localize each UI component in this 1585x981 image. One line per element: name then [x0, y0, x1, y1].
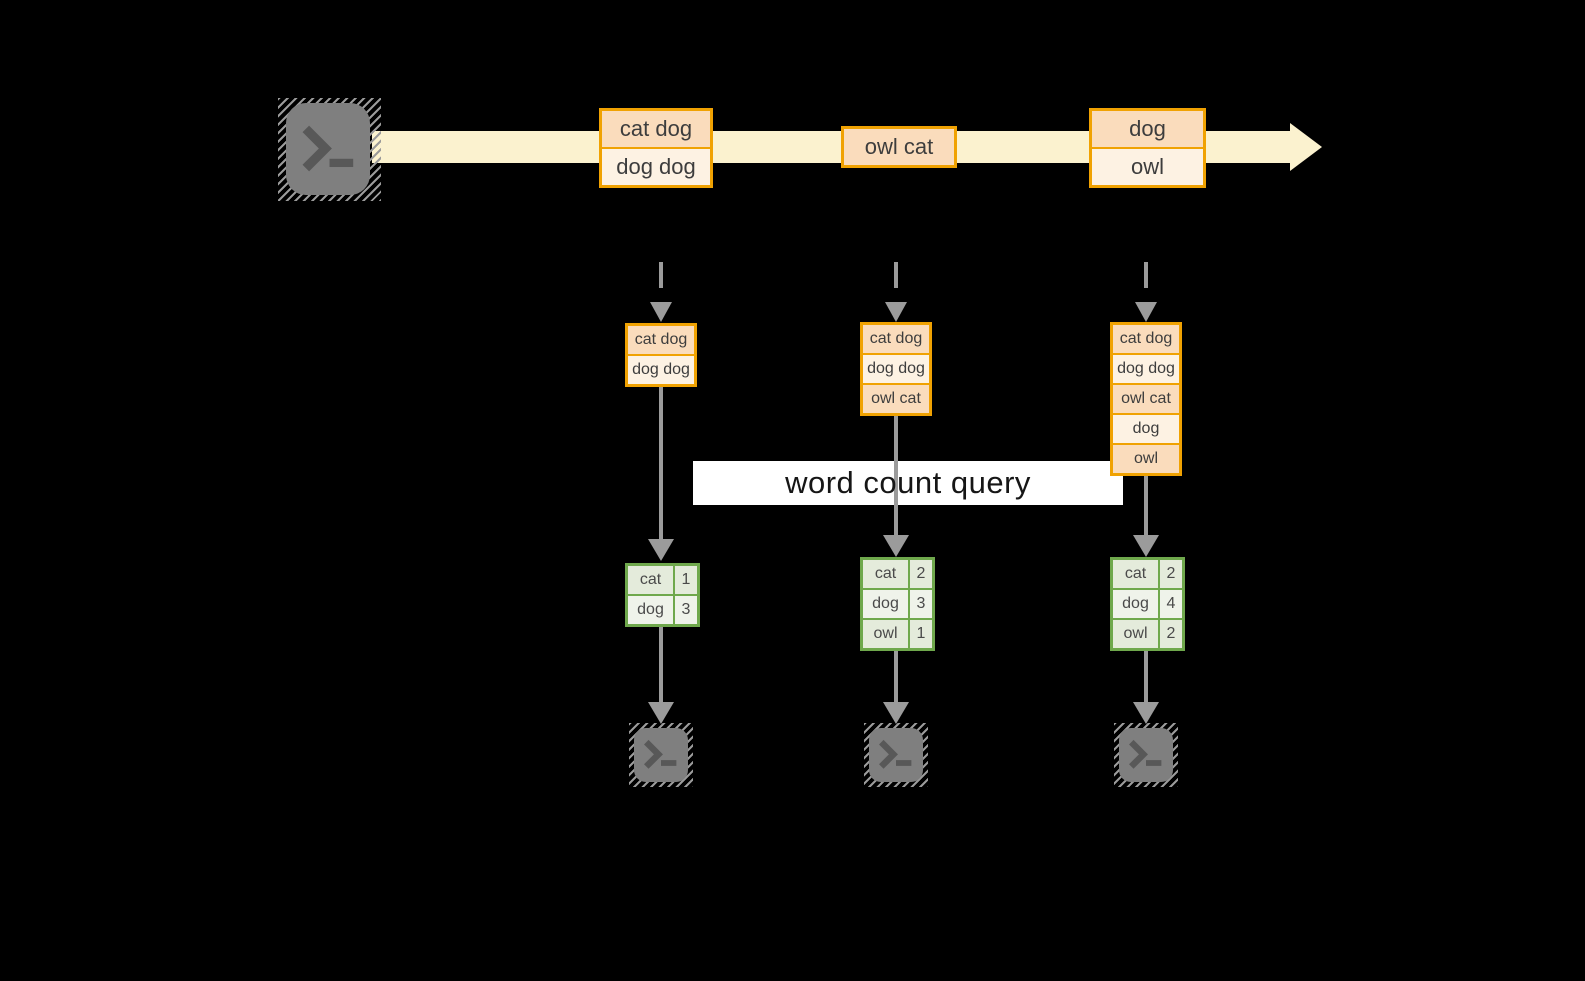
arrow-down-icon	[1133, 651, 1159, 724]
stream-record: owl cat	[844, 129, 954, 165]
state-record: dog dog	[1113, 353, 1179, 383]
count-word-cell: dog	[628, 596, 673, 624]
count-word-cell: owl	[863, 620, 908, 648]
terminal-producer	[278, 98, 381, 201]
count-value-cell: 4	[1160, 590, 1182, 618]
state-record: dog dog	[863, 353, 929, 383]
dashed-arrow-down-icon	[885, 262, 907, 322]
terminal-consumer	[1114, 723, 1178, 787]
state-record: owl cat	[863, 383, 929, 413]
arrow-down-icon	[883, 416, 909, 557]
dashed-arrow-down-icon	[1135, 262, 1157, 322]
state-record: owl	[1113, 443, 1179, 473]
count-value-cell: 2	[1160, 620, 1182, 648]
count-word-cell: owl	[1113, 620, 1158, 648]
terminal-prompt-icon	[644, 739, 677, 769]
count-value-cell: 2	[910, 560, 932, 588]
stream-event-box: owl cat	[841, 126, 957, 168]
state-record: owl cat	[1113, 383, 1179, 413]
count-word-cell: dog	[863, 590, 908, 618]
arrow-down-icon	[648, 387, 674, 561]
stream-record: owl	[1092, 147, 1203, 185]
stream-record: dog dog	[602, 147, 710, 185]
count-value-cell: 1	[910, 620, 932, 648]
state-record: dog	[1113, 413, 1179, 443]
terminal-consumer	[629, 723, 693, 787]
state-record: cat dog	[863, 325, 929, 353]
arrow-down-icon	[883, 651, 909, 724]
count-word-cell: dog	[1113, 590, 1158, 618]
state-record: cat dog	[1113, 325, 1179, 353]
arrow-down-icon	[648, 627, 674, 724]
terminal-consumer	[864, 723, 928, 787]
count-value-cell: 3	[910, 590, 932, 618]
count-word-cell: cat	[863, 560, 908, 588]
terminal-prompt-icon	[302, 125, 354, 172]
query-label: word count query	[785, 465, 1031, 500]
state-record: dog dog	[628, 354, 694, 384]
count-value-cell: 3	[675, 596, 697, 624]
count-word-cell: cat	[1113, 560, 1158, 588]
arrow-down-icon	[1133, 476, 1159, 557]
count-value-cell: 1	[675, 566, 697, 594]
count-word-cell: cat	[628, 566, 673, 594]
query-label-background	[693, 461, 1123, 505]
terminal-prompt-icon	[879, 739, 912, 769]
state-record: cat dog	[628, 326, 694, 354]
stream-record: dog	[1092, 111, 1203, 147]
stream-arrow-head	[1290, 123, 1322, 171]
terminal-prompt-icon	[1129, 739, 1162, 769]
dashed-arrow-down-icon	[650, 262, 672, 322]
stream-record: cat dog	[602, 111, 710, 147]
count-value-cell: 2	[1160, 560, 1182, 588]
